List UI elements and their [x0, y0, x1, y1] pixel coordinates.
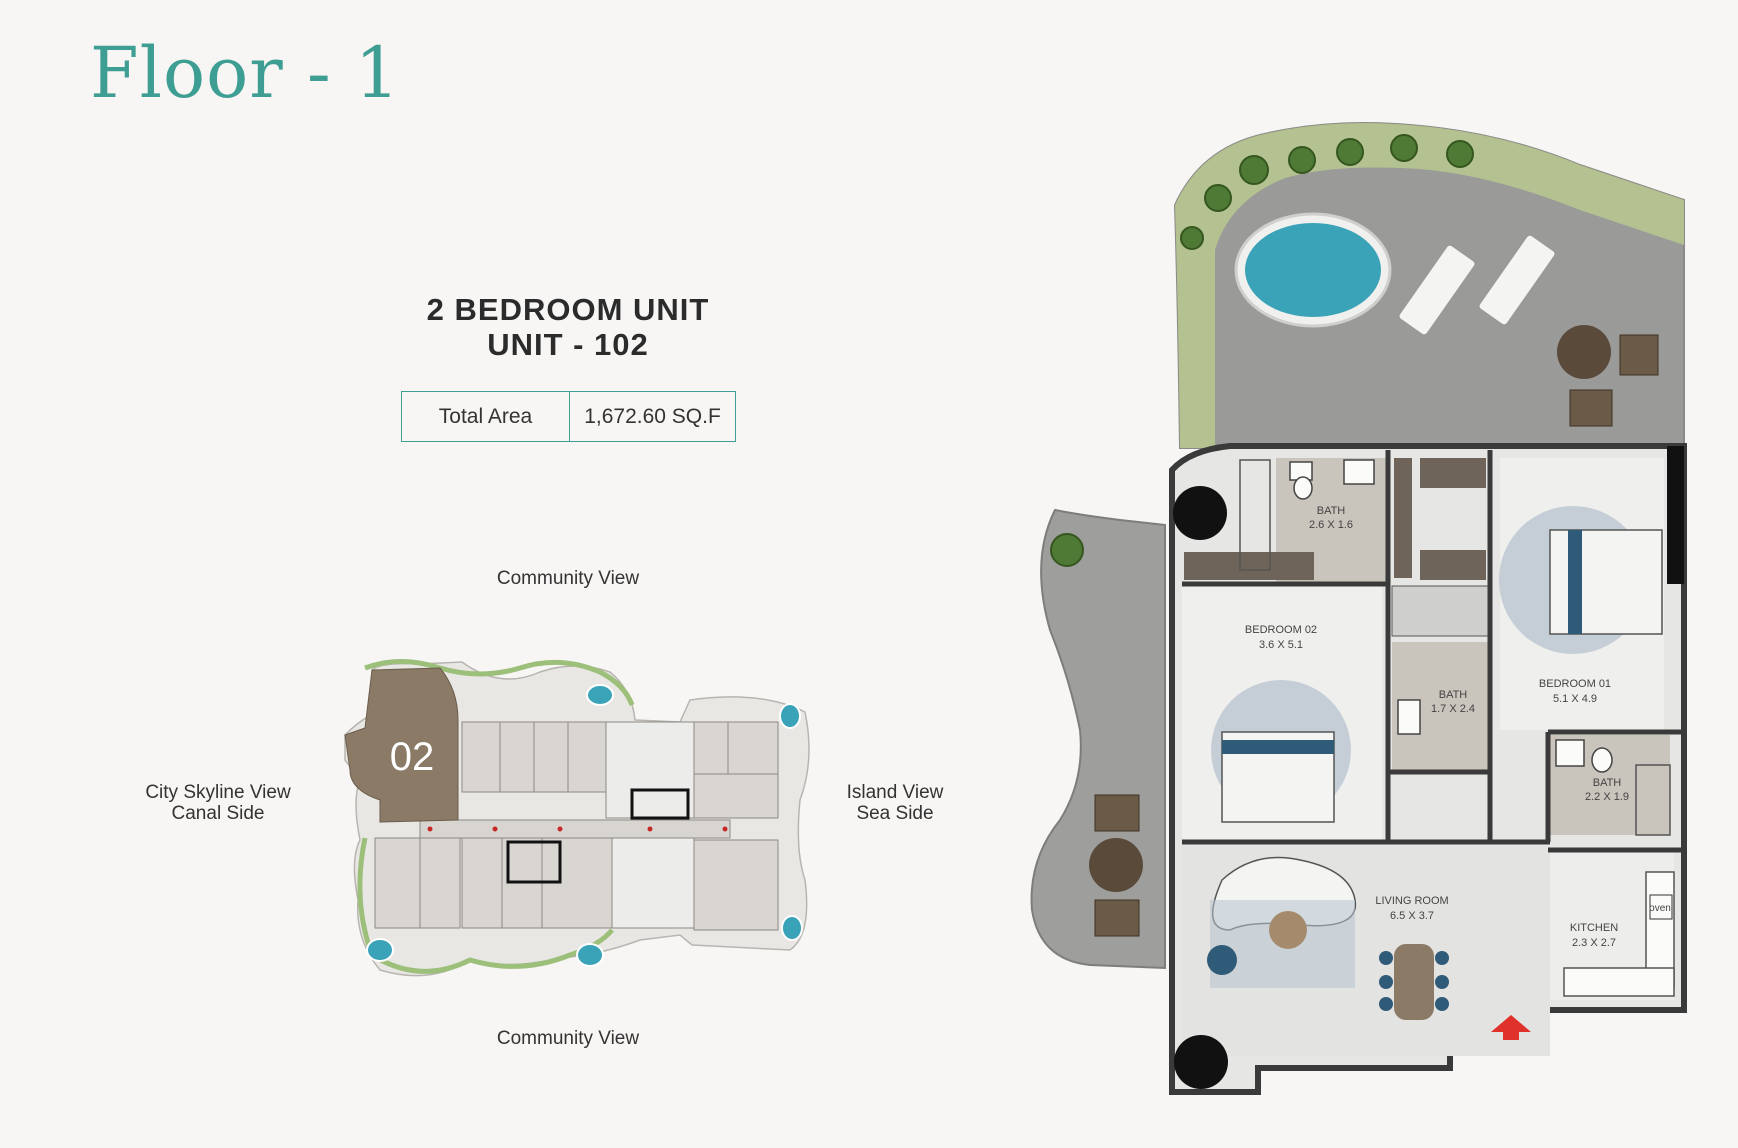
- bath-right-name: BATH: [1593, 777, 1622, 789]
- floor-title: Floor - 1: [90, 32, 401, 114]
- shower: [1635, 764, 1671, 836]
- terrace-shrubs: [1180, 134, 1474, 250]
- key-plan-pool: [576, 943, 604, 967]
- kitchen-counter: [1563, 967, 1675, 997]
- key-plan-core: [605, 721, 695, 819]
- bath-fixtures: [1289, 459, 1613, 773]
- oven-label: oven: [1649, 903, 1671, 914]
- balcony-shrub: [1050, 533, 1084, 567]
- coffee-table: [1269, 911, 1307, 949]
- dining-chairs: [1379, 951, 1449, 1011]
- shaft-bottom: [1174, 1035, 1228, 1089]
- terrace-chair: [1619, 334, 1659, 376]
- unit-number: UNIT - 102: [487, 327, 649, 362]
- balcony-chair: [1094, 794, 1140, 832]
- bath-mid-size: 1.7 X 2.4: [1431, 703, 1475, 715]
- shower: [1239, 459, 1271, 571]
- key-plan-stair: [506, 840, 562, 884]
- bedroom-02-name: BEDROOM 02: [1245, 624, 1317, 636]
- terrace-pool: [1245, 223, 1381, 317]
- key-plan-pool: [586, 684, 614, 706]
- key-plan-core: [611, 837, 695, 929]
- bed-throw: [1222, 740, 1334, 754]
- key-plan-greenery: [364, 659, 635, 706]
- key-plan-unit-highlight: [344, 667, 459, 823]
- bath-top-size: 2.6 X 1.6: [1309, 519, 1353, 531]
- balcony-table: [1089, 838, 1143, 892]
- unit-heading: 2 BEDROOM UNIT UNIT - 102: [330, 292, 806, 362]
- kitchen-name: KITCHEN: [1570, 922, 1618, 934]
- column: [1667, 446, 1684, 584]
- bedroom-01-name: BEDROOM 01: [1539, 678, 1611, 690]
- key-plan-pool: [366, 938, 394, 962]
- total-area-label: Total Area: [402, 392, 570, 441]
- view-label-bottom: Community View: [496, 1028, 640, 1049]
- entrance-arrow: [1491, 1015, 1531, 1040]
- unit-type: 2 BEDROOM UNIT: [426, 292, 710, 327]
- key-plan-pool: [779, 703, 801, 729]
- bath-top-name: BATH: [1317, 505, 1346, 517]
- total-area-box: Total Area 1,672.60 SQ.F: [401, 391, 736, 442]
- kitchen-size: 2.3 X 2.7: [1572, 937, 1616, 949]
- terrace-chair: [1569, 389, 1613, 427]
- balcony-chair: [1094, 899, 1140, 937]
- terrace-greenery: [1175, 122, 1684, 448]
- view-label-right: Island View Sea Side: [820, 782, 970, 824]
- side-balcony: [1030, 508, 1166, 970]
- armchair: [1207, 945, 1237, 975]
- wardrobes: [1184, 458, 1486, 580]
- terrace-table: [1557, 325, 1611, 379]
- bedroom-01-size: 5.1 X 4.9: [1553, 693, 1597, 705]
- view-label-top: Community View: [496, 568, 640, 589]
- key-plan-markers: [427, 826, 728, 832]
- bedroom-02-size: 3.6 X 5.1: [1259, 639, 1303, 651]
- key-plan-pool: [781, 915, 803, 941]
- view-left-line2: Canal Side: [171, 803, 265, 824]
- oven: [1649, 894, 1673, 920]
- dining-table: [1394, 944, 1434, 1020]
- living-room-size: 6.5 X 3.7: [1390, 910, 1434, 922]
- key-plan-unit-number: 02: [390, 735, 435, 779]
- key-plan-corridor: [419, 819, 731, 839]
- bedroom-01-bed: [1549, 529, 1663, 635]
- bath-right-size: 2.2 X 1.9: [1585, 791, 1629, 803]
- key-plan-greenery-bottom: [357, 837, 614, 974]
- key-plan: 02: [344, 659, 810, 977]
- bath-mid-name: BATH: [1439, 689, 1468, 701]
- laundry: [1391, 585, 1489, 637]
- view-label-left: City Skyline View Canal Side: [120, 782, 316, 824]
- interior-walls: [1182, 450, 1684, 853]
- view-right-line2: Sea Side: [856, 803, 934, 824]
- view-left-line1: City Skyline View: [145, 782, 291, 803]
- shaft-top: [1173, 486, 1227, 540]
- view-right-line1: Island View: [846, 782, 944, 803]
- total-area-value: 1,672.60 SQ.F: [584, 404, 721, 428]
- sun-loungers: [1398, 234, 1556, 336]
- living-room-name: LIVING ROOM: [1375, 895, 1448, 907]
- main-floor-plan: BATH 2.6 X 1.6 BEDROOM 02 3.6 X 5.1 BATH…: [1030, 121, 1687, 1095]
- key-plan-stair: [630, 788, 690, 820]
- bed-throw: [1568, 530, 1582, 634]
